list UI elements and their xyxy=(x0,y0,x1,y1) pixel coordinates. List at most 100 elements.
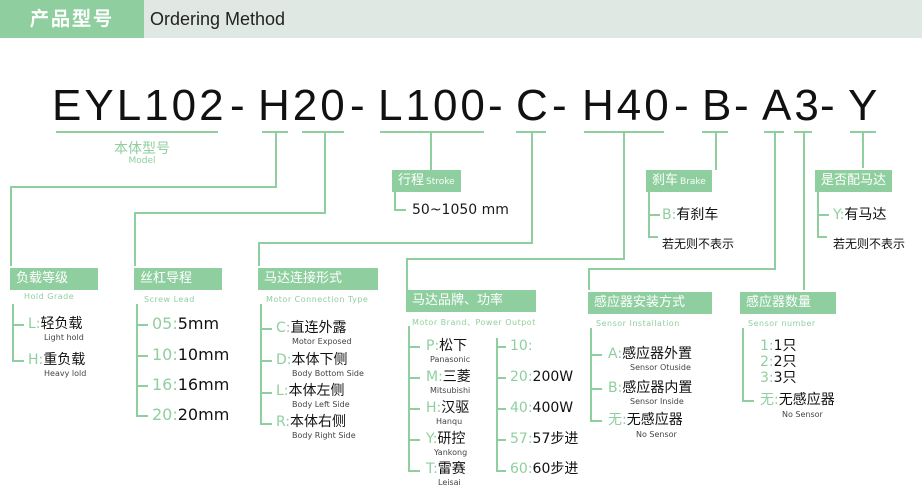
sensor-install-en: Sensor Installation xyxy=(596,319,680,328)
connector xyxy=(408,408,420,410)
connector xyxy=(408,346,420,348)
connector xyxy=(817,236,827,238)
connector xyxy=(590,420,602,422)
power-option: 40:400W xyxy=(510,400,574,416)
connector xyxy=(531,132,533,242)
header-title-en: Ordering Method xyxy=(150,9,286,29)
connector xyxy=(260,392,272,394)
brand-option-en: Hanqu xyxy=(436,417,463,426)
underline-model xyxy=(56,131,218,133)
sensor-install-option: B:感应器内置 xyxy=(608,380,693,396)
brand-option-en: Yankong xyxy=(434,448,468,457)
connector xyxy=(260,328,272,330)
header-bar xyxy=(0,0,922,38)
connection-option: C:直连外露 xyxy=(276,320,347,336)
connector xyxy=(817,214,829,216)
stroke-title: 行程 xyxy=(398,173,425,188)
brand-option: Y:研控 xyxy=(426,431,466,447)
sensor-number-option: 无:无感应器 xyxy=(760,392,835,408)
sensor-number-option: 3:3只 xyxy=(760,370,797,386)
stroke-value: 50~1050 mm xyxy=(412,202,509,218)
connector xyxy=(394,192,396,210)
connector xyxy=(742,328,744,402)
code-dash: - xyxy=(820,81,838,130)
lead-option: 16:16mm xyxy=(152,375,230,394)
hold-grade-en: Hold Grade xyxy=(24,292,75,301)
connector xyxy=(134,212,326,214)
sensor-install-option-en: Sensor Otuside xyxy=(630,363,691,372)
connector xyxy=(862,132,864,168)
motor-brand-header: 马达品牌、功率 xyxy=(406,290,536,312)
connector xyxy=(590,328,592,422)
sensor-number-option-en: No Sensor xyxy=(782,410,823,419)
brand-option: P:松下 xyxy=(426,338,468,354)
motor-yes-note: 若无则不表示 xyxy=(833,237,906,251)
hold-grade-header: 负载等级 xyxy=(10,268,98,290)
hold-option-heavy: H:重负载 xyxy=(28,352,86,368)
connector xyxy=(10,186,277,188)
sensor-number-option: 1:1只 xyxy=(760,338,797,354)
connector xyxy=(588,268,776,270)
connector xyxy=(394,209,406,211)
screw-lead-en: Screw Lead xyxy=(144,295,195,304)
power-option: 20:200W xyxy=(510,369,574,385)
connector xyxy=(430,132,432,170)
lead-option: 10:10mm xyxy=(152,345,230,364)
connector xyxy=(496,338,498,470)
connection-option: D:本体下侧 xyxy=(276,352,348,368)
sensor-install-header: 感应器安装方式 xyxy=(588,292,712,314)
underline-lead xyxy=(302,131,344,133)
motor-connection-header: 马达连接形式 xyxy=(258,268,378,290)
lead-option: 05:5mm xyxy=(152,314,220,333)
connector xyxy=(496,408,506,410)
brand-option-en: Mitsubishi xyxy=(430,386,471,395)
connector xyxy=(496,377,506,379)
code-dash: - xyxy=(674,81,692,130)
connector xyxy=(588,268,590,290)
connector xyxy=(648,236,658,238)
code-model: EYL102 xyxy=(52,81,227,130)
connector xyxy=(136,355,148,357)
connector xyxy=(590,388,602,390)
connection-option-en: Body Left Side xyxy=(292,400,350,409)
motor-yes-option: Y:有马达 xyxy=(833,207,887,223)
hold-option-light: L:轻负载 xyxy=(28,316,83,332)
connector xyxy=(774,132,776,268)
connector xyxy=(648,214,660,216)
connector xyxy=(260,360,272,362)
connector xyxy=(406,258,625,260)
connection-option-en: Body Bottom Side xyxy=(292,369,364,378)
code-brake: B xyxy=(702,81,735,130)
connector xyxy=(258,242,533,244)
brand-option: T:雷赛 xyxy=(426,461,466,477)
brake-note: 若无则不表示 xyxy=(662,237,735,251)
sensor-number-en: Sensor number xyxy=(748,319,816,328)
code-hold-lead: H20 xyxy=(258,81,348,130)
code-motor-yes: Y xyxy=(848,81,881,130)
connector xyxy=(406,258,408,290)
hold-option-heavy-en: Heavy lold xyxy=(44,369,87,378)
sensor-install-option-en: No Sensor xyxy=(636,430,677,439)
underline-stroke xyxy=(380,131,484,133)
code-motor: H40 xyxy=(582,81,672,130)
connector xyxy=(136,415,148,417)
connector xyxy=(136,304,138,416)
brake-title-en: Brake xyxy=(680,177,706,187)
connector xyxy=(496,439,506,441)
model-label-cn: 本体型号 xyxy=(114,141,170,157)
connection-option: L:本体左侧 xyxy=(276,383,345,399)
connector xyxy=(590,354,602,356)
connector xyxy=(134,212,136,266)
lead-option: 20:20mm xyxy=(152,405,230,424)
code-stroke: L100 xyxy=(378,81,488,130)
connector xyxy=(258,242,260,266)
stroke-title-en: Stroke xyxy=(426,177,455,187)
code-connection: C xyxy=(516,81,551,130)
brand-option-en: Leisai xyxy=(438,478,461,487)
sensor-install-option-en: Sensor Inside xyxy=(630,397,684,406)
code-dash: - xyxy=(734,81,752,130)
sensor-install-option: 无:无感应器 xyxy=(608,412,683,428)
connector xyxy=(803,132,805,290)
motor-brand-en: Motor Brand、Power Outpot xyxy=(412,318,536,327)
connector xyxy=(408,470,420,472)
